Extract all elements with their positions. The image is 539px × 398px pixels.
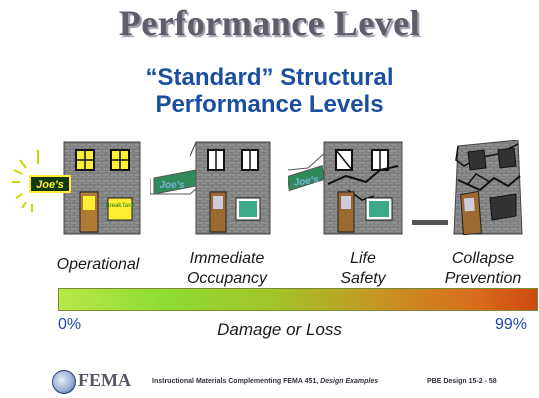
slide-title: Performance Level — [118, 3, 421, 43]
level-label-collapse-prevention: Collapse Prevention — [444, 250, 522, 287]
level-label-life-safety: Life Safety — [340, 250, 386, 287]
footer-caption: Instructional Materials Complementing FE… — [152, 378, 378, 385]
joes-sign-text: Joe's — [293, 174, 320, 188]
damage-min-label: 0% — [58, 316, 82, 333]
joes-sign-text: Joe's — [159, 180, 185, 191]
immediate-occupancy-building-illustration: Joe's — [150, 141, 271, 235]
slide-subtitle-line1: “Standard” Structural — [145, 64, 394, 91]
footer-caption-prefix: Instructional Materials Complementing FE… — [152, 378, 321, 385]
slide-subtitle-line2: Performance Levels — [155, 91, 384, 118]
damage-axis-label: Damage or Loss — [217, 320, 342, 339]
operational-building-illustration: Break fast! Joe's — [12, 141, 141, 235]
joes-sign-text: Joe's — [36, 179, 64, 191]
collapse-prevention-building-illustration — [412, 140, 523, 235]
damage-gradient-bar — [58, 288, 538, 311]
footer-logo-text: FEMA — [78, 370, 131, 390]
door-sign-text: Break fast! — [106, 203, 135, 209]
footer-caption-italic: Design Examples — [320, 378, 379, 385]
level-label-operational: Operational — [56, 256, 140, 273]
life-safety-building-illustration: Joe's — [288, 141, 403, 235]
footer-page-ref: PBE Design 15-2 - 58 — [427, 378, 497, 385]
level-label-immediate-occupancy: Immediate Occupancy — [186, 250, 268, 287]
fema-seal-icon — [52, 370, 76, 394]
damage-max-label: 99% — [495, 316, 528, 333]
